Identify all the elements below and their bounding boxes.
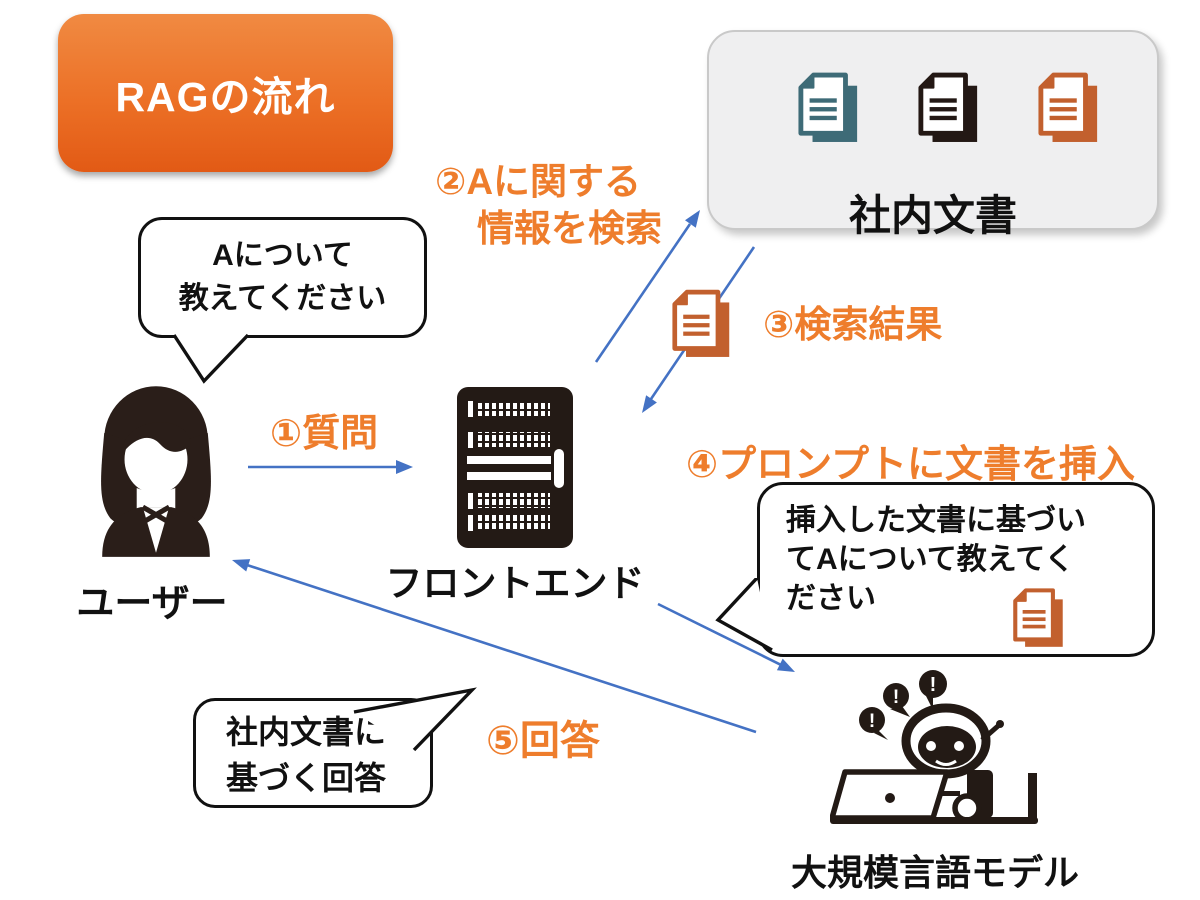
- answer-bubble-tail: [353, 687, 477, 752]
- arrow-step1-question: [248, 460, 413, 474]
- user-avatar-icon: [101, 386, 211, 557]
- prompt-document-icon: [1012, 582, 1066, 656]
- server-vent-rows: [468, 401, 550, 531]
- step1-label: ①質問: [270, 413, 379, 455]
- title-badge: RAGの流れ: [58, 14, 393, 172]
- document-icon-orange: [1037, 72, 1101, 146]
- step5-label: ⑤回答: [486, 719, 600, 763]
- user-question-line-2: 教えてください: [178, 282, 387, 315]
- internal-docs-label: 社内文書: [848, 192, 1017, 239]
- svg-text:!: !: [930, 674, 937, 696]
- arrow-step5-answer: [232, 559, 757, 734]
- diagram-title: RAGの流れ: [115, 74, 336, 120]
- document-icon-teal: [797, 72, 861, 146]
- llm-label: 大規模言語モデル: [790, 852, 1079, 893]
- llm-bubble-tail: [715, 578, 773, 652]
- arrow-step4-insert: [657, 602, 795, 672]
- llm-prompt-line-2: てAについて教えてく: [786, 543, 1075, 576]
- robot-body: [901, 703, 1004, 823]
- frontend-label: フロントエンド: [385, 563, 645, 604]
- exclamation-bubbles: ! ! !: [859, 670, 947, 740]
- step2-label-line-2: 情報を検索: [477, 208, 662, 249]
- user-question-bubble: Aについて 教えてください: [138, 217, 427, 338]
- llm-prompt-line-1: 挿入した文書に基づい: [786, 504, 1086, 537]
- step2-label-line-1: ②Aに関する: [435, 161, 642, 202]
- llm-prompt-bubble: 挿入した文書に基づい てAについて教えてく ださい: [757, 482, 1155, 657]
- llm-answer-bubble: 社内文書に 基づく回答: [193, 698, 433, 808]
- user-label: ユーザー: [76, 583, 228, 625]
- llm-prompt-line-3: ださい: [786, 582, 876, 615]
- document-icon-black: [917, 72, 981, 146]
- svg-text:!: !: [893, 687, 899, 708]
- internal-docs-box: 社内文書: [707, 30, 1159, 239]
- laptop: [830, 769, 1038, 824]
- llm-answer-line-1: 社内文書に: [226, 714, 387, 750]
- search-result-document-icon: [671, 289, 733, 361]
- arrow-step2-search: [594, 210, 700, 363]
- robot-llm-icon: ! ! !: [830, 670, 1038, 824]
- step2-label: ②Aに関する 情報を検索: [435, 158, 662, 252]
- step3-label: ③検索結果: [763, 304, 943, 345]
- user-bubble-tail: [172, 333, 250, 384]
- user-question-line-1: Aについて: [212, 239, 353, 272]
- svg-text:!: !: [869, 711, 875, 732]
- llm-answer-line-2: 基づく回答: [226, 760, 387, 796]
- step4-label: ④プロンプトに文書を挿入: [686, 444, 1136, 486]
- frontend-server-icon: [457, 387, 573, 548]
